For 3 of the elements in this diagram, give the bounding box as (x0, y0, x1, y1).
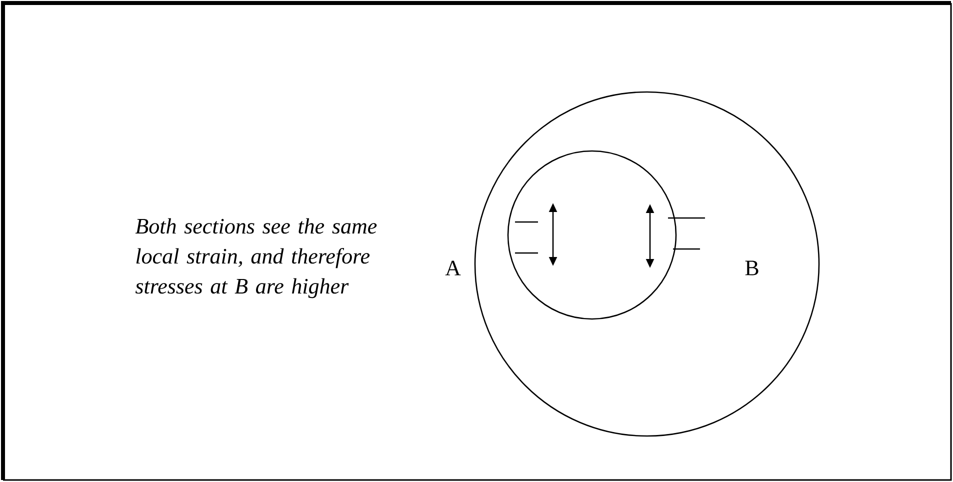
note-text: Both sections see the same local strain, and therefore stresses at B are higher (135, 218, 377, 298)
point-label: B (745, 260, 758, 276)
point-label: A (445, 260, 461, 276)
